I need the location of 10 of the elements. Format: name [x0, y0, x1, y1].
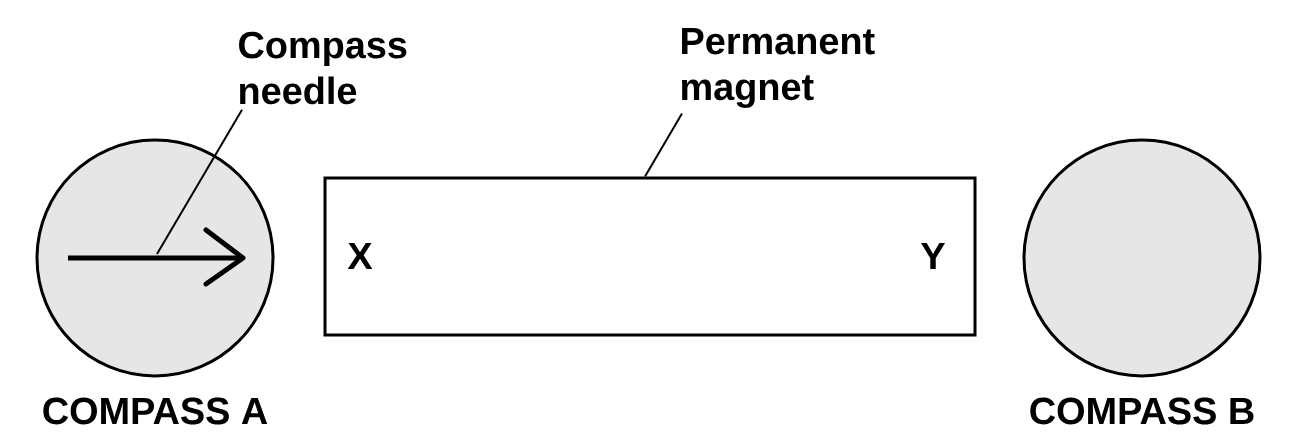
- node-label: COMPASS B: [1030, 397, 1254, 425]
- label-text: Compass needle: [239, 31, 407, 105]
- label-text: Permanent magnet: [682, 28, 875, 108]
- magnet-bar: X Y: [323, 176, 977, 337]
- compass-drawing: COMPASS A: [35, 138, 275, 425]
- node-label: COMPASS A: [43, 397, 268, 425]
- needle-drawing: [68, 227, 246, 287]
- leader-line: [644, 112, 683, 178]
- leader-line: [156, 108, 243, 255]
- compass-drawing: COMPASS B: [1022, 138, 1262, 425]
